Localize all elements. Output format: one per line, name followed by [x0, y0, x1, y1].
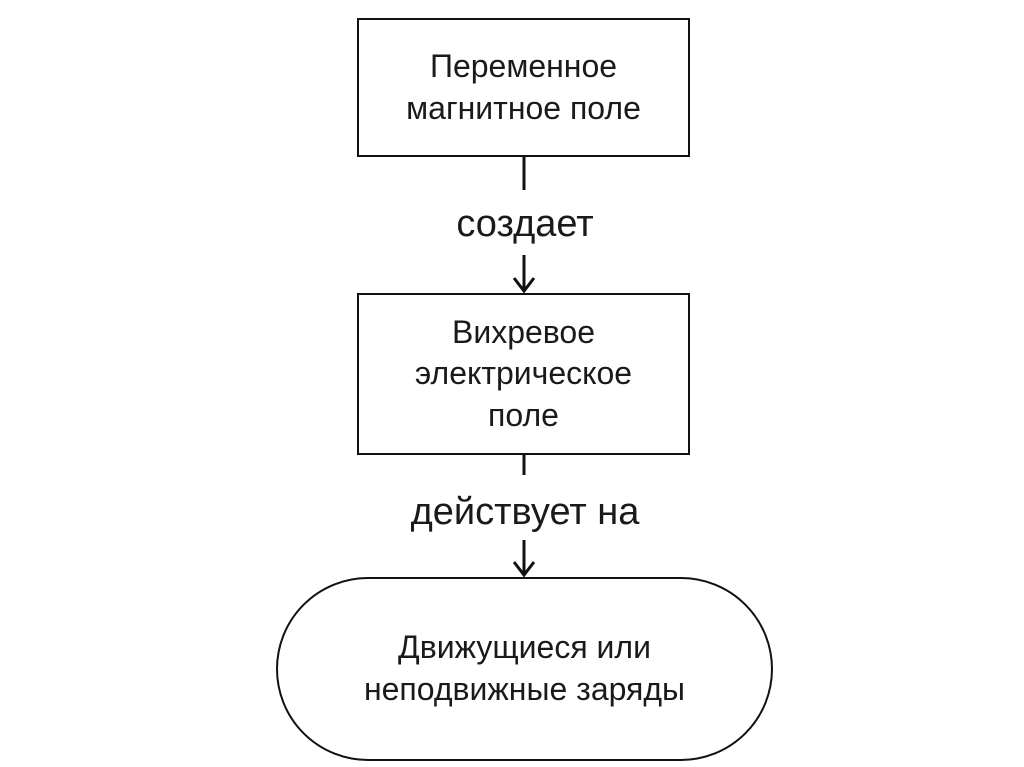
node-top-line-2: магнитное поле: [406, 89, 641, 126]
edge-label-acts-on: действует на: [410, 491, 640, 533]
node-vortex-electric-field: Вихревое электрическое поле: [357, 293, 690, 455]
edge-label-creates: создает: [456, 203, 594, 245]
node-middle-line-3: поле: [488, 396, 559, 433]
node-moving-or-stationary-charges: Движущиеся или неподвижные заряды: [276, 577, 773, 761]
arrowhead-1-icon: [512, 277, 536, 294]
arrowhead-2-icon: [512, 561, 536, 578]
node-middle-line-1: Вихревое: [451, 313, 596, 350]
node-bottom-line-2: неподвижные заряды: [363, 671, 686, 707]
node-variable-magnetic-field: Переменное магнитное поле: [357, 18, 690, 157]
node-middle-line-2: электрическое: [414, 355, 633, 392]
node-top-line-1: Переменное: [429, 47, 618, 84]
node-bottom-line-1: Движущиеся или: [398, 629, 651, 666]
